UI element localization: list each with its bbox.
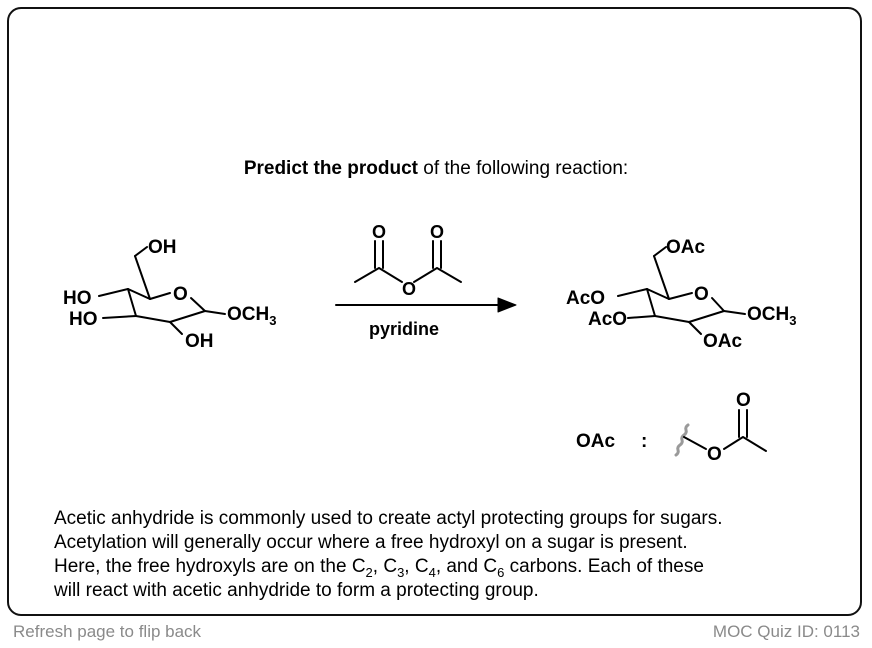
reagent-carbonyl-o-left: O bbox=[372, 222, 386, 242]
line3-part-e: carbons. Each of these bbox=[504, 556, 704, 577]
explanation-line-4: will react with acetic anhydride to form… bbox=[54, 580, 539, 601]
quiz-id: MOC Quiz ID: 0113 bbox=[712, 622, 860, 641]
product-aco-c4: AcO bbox=[566, 288, 605, 309]
line3-sub-1: 2 bbox=[365, 564, 373, 580]
explanation-line-2: Acetylation will generally occur where a… bbox=[54, 532, 688, 553]
legend-carbonyl-o: O bbox=[736, 390, 751, 411]
product-oac-c6: OAc bbox=[666, 237, 706, 258]
line3-part-d: , and C bbox=[435, 556, 498, 577]
explanation-line-1: Acetic anhydride is commonly used to cre… bbox=[54, 508, 723, 529]
line3-part-b: , C bbox=[372, 556, 398, 577]
reagent-bridge-o: O bbox=[402, 279, 416, 299]
reagent-solvent: pyridine bbox=[369, 319, 439, 339]
reactant-oh-c2: OH bbox=[185, 331, 214, 352]
refresh-flip-link[interactable]: Refresh page to flip back bbox=[13, 622, 202, 641]
question-rest: of the following reaction: bbox=[418, 158, 629, 179]
reactant-ring-o: O bbox=[173, 284, 188, 305]
reactant-ho-c3: HO bbox=[69, 309, 98, 330]
legend-colon: : bbox=[641, 431, 647, 452]
reactant-oh-c6: OH bbox=[148, 237, 177, 258]
product-och3-sub: 3 bbox=[789, 313, 796, 328]
product-och3-main: OCH bbox=[747, 304, 789, 325]
product-aco-c3: AcO bbox=[588, 309, 627, 330]
oac-legend: OAc : O O bbox=[576, 390, 767, 465]
reagent-carbonyl-o-right: O bbox=[430, 222, 444, 242]
reactant-structure: OH HO HO O OCH3 OH bbox=[63, 237, 276, 352]
explanation-text: Acetic anhydride is commonly used to cre… bbox=[54, 507, 844, 603]
reaction-arrow: pyridine bbox=[335, 297, 517, 339]
reactant-och3-main: OCH bbox=[227, 304, 269, 325]
line3-part-a: Here, the free hydroxyls are on the C bbox=[54, 556, 366, 577]
question-bold: Predict the product bbox=[243, 158, 418, 179]
product-ring-o: O bbox=[694, 284, 709, 305]
line3-sub-4: 6 bbox=[497, 564, 505, 580]
product-oac-c2: OAc bbox=[703, 331, 743, 352]
reactant-ho-c4: HO bbox=[63, 288, 92, 309]
line3-sub-2: 3 bbox=[397, 564, 405, 580]
product-structure: OAc AcO AcO O OCH3 OAc bbox=[566, 237, 796, 352]
explanation-line-3: Here, the free hydroxyls are on the C2, … bbox=[54, 555, 844, 579]
reactant-och3-sub: 3 bbox=[269, 313, 276, 328]
reagent-structure: O O O bbox=[354, 222, 462, 299]
legend-label: OAc bbox=[576, 431, 616, 452]
line3-part-c: , C bbox=[404, 556, 429, 577]
line3-sub-3: 4 bbox=[428, 564, 436, 580]
reactant-och3: OCH3 bbox=[227, 304, 276, 328]
question-prompt: Predict the product of the following rea… bbox=[0, 158, 872, 180]
legend-ester-o: O bbox=[707, 444, 722, 465]
product-och3: OCH3 bbox=[747, 304, 796, 328]
attachment-squiggle-icon bbox=[674, 423, 690, 457]
